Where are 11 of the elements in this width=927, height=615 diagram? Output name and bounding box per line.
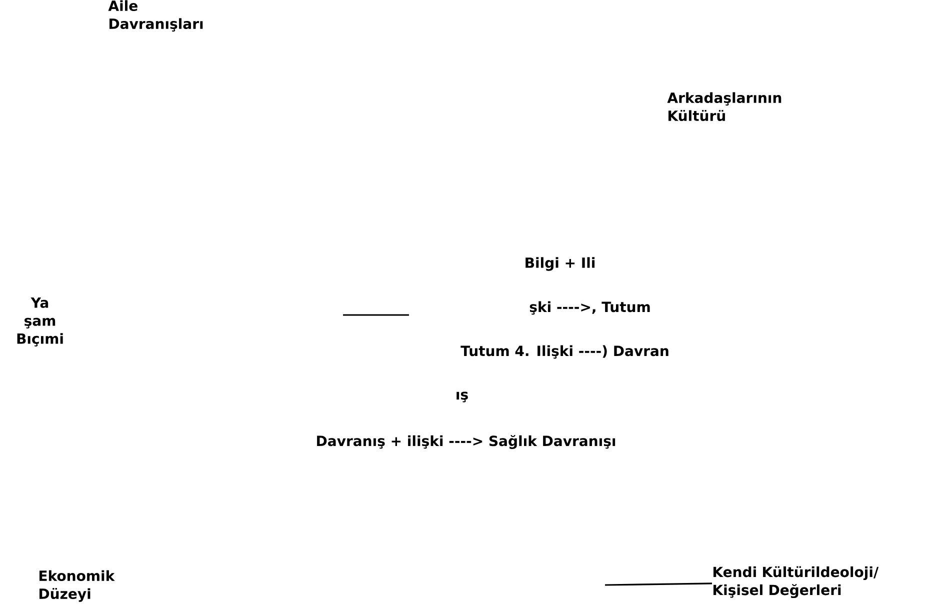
concept-label: Ya şam Bıçımi xyxy=(17,298,63,346)
text-label: ış xyxy=(456,392,468,402)
text-label: Davranış + ilişki ----> Sağlık Davranışı xyxy=(317,435,616,449)
text-label: Tutum 4. Ilişki ----) Davran xyxy=(460,345,668,359)
concept-label: Aile Davranışları xyxy=(108,0,203,32)
text-label: Bilgi + Ili xyxy=(526,257,595,271)
concept-label: Kendi Kültürildeoloji/ Kişisel Değerleri xyxy=(714,566,879,598)
connector-line xyxy=(604,582,712,586)
text-label: şki ---->, Tutum xyxy=(530,301,650,315)
concept-label: Arkadaşlarının Kültürü xyxy=(667,92,782,122)
concept-label: Ekonomik Düzeyi xyxy=(40,570,115,602)
